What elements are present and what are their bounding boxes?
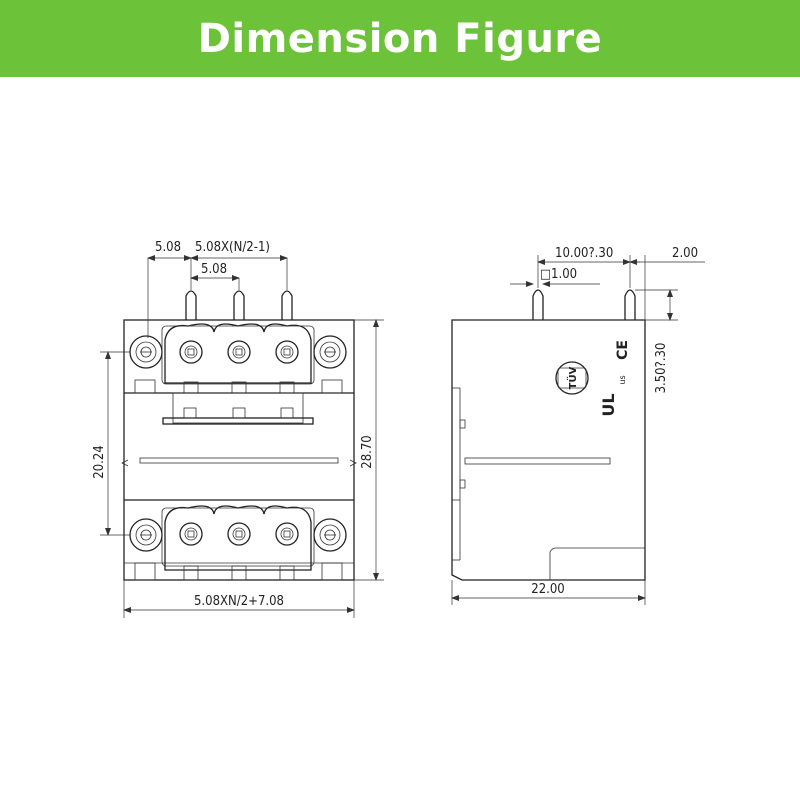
dim-pin-edge: 2.00 bbox=[672, 246, 698, 261]
front-body-outline bbox=[123, 319, 355, 581]
dim-pin-offset: 10.00?.30 bbox=[555, 246, 613, 261]
center-latch bbox=[139, 457, 339, 464]
upper-plug-housing bbox=[164, 323, 312, 384]
side-view: TÜV CE UL us 10.00?.30 2.00 □1.00 3.50?.… bbox=[451, 246, 705, 605]
dim-pitch-inner: 5.08 bbox=[201, 262, 227, 277]
side-pin-left bbox=[532, 289, 544, 320]
lower-left-screw bbox=[129, 518, 163, 552]
dim-height: 28.70 bbox=[360, 435, 375, 468]
dim-span: 5.08X(N/2-1) bbox=[195, 240, 270, 255]
header-banner: Dimension Figure bbox=[0, 0, 800, 77]
svg-text:TÜV: TÜV bbox=[565, 366, 579, 389]
dim-pitch: 5.08 bbox=[155, 240, 181, 255]
ce-mark: CE bbox=[615, 340, 631, 360]
dim-depth: 22.00 bbox=[531, 582, 564, 597]
svg-text:UL: UL bbox=[599, 393, 618, 416]
dim-width: 5.08XN/2+7.08 bbox=[194, 594, 284, 609]
dim-pin-square: □1.00 bbox=[540, 267, 577, 282]
page-title: Dimension Figure bbox=[197, 15, 603, 62]
svg-text:us: us bbox=[618, 375, 627, 384]
side-latch bbox=[464, 457, 611, 465]
ul-mark: UL us bbox=[599, 375, 627, 416]
side-body-outline bbox=[451, 319, 646, 581]
upper-left-screw bbox=[129, 335, 163, 369]
side-pin-right bbox=[624, 289, 636, 320]
upper-right-screw bbox=[313, 335, 347, 369]
dim-row-spacing: 20.24 bbox=[92, 445, 107, 478]
tuv-mark: TÜV bbox=[555, 361, 589, 395]
lower-right-screw bbox=[313, 518, 347, 552]
front-view: 5.08 5.08X(N/2-1) 5.08 20.24 28.70 5.08X… bbox=[92, 240, 384, 618]
front-pins bbox=[185, 290, 293, 320]
dim-pin-length: 3.50?.30 bbox=[654, 343, 669, 394]
